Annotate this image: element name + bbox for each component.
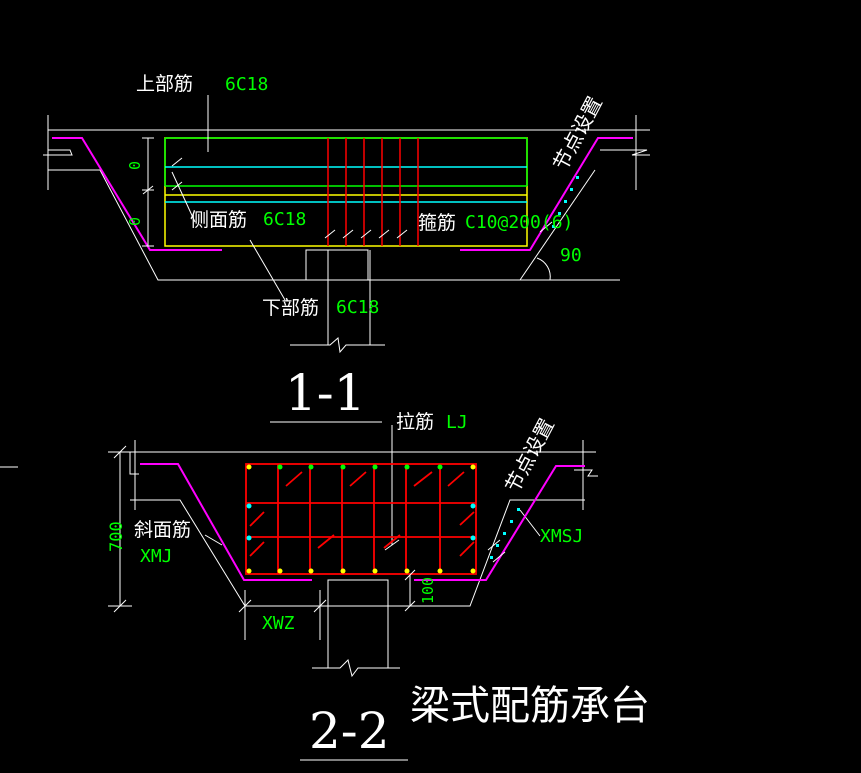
- section2-rebar-dots: [246, 464, 476, 574]
- angle-label: 90: [560, 245, 582, 266]
- section2-rebar-cage: [245, 463, 477, 575]
- slope-label: 斜面筋: [134, 519, 191, 541]
- section1-dimension: [142, 95, 286, 301]
- xmsj-label: XMSJ: [540, 526, 583, 547]
- side-bar-spec: 6C18: [263, 209, 306, 230]
- side-bar-label: 侧面筋: [190, 209, 247, 231]
- bottom-bar-label: 下部筋: [262, 297, 319, 319]
- node-setting-label-1: 节点设置: [548, 92, 607, 174]
- dim-a-label: 0: [126, 161, 144, 170]
- stirrup-spec: C10@200(6): [465, 212, 573, 233]
- section1-stirrups: [327, 138, 419, 246]
- section1-ticks: [142, 157, 553, 239]
- section2-slope-dots: [490, 508, 520, 559]
- top-bar-spec: 6C18: [225, 74, 268, 95]
- drawing-caption: 梁式配筋承台: [410, 683, 650, 729]
- section2-title: 2-2: [309, 702, 390, 760]
- section2-outline: [108, 425, 598, 678]
- tie-spec: LJ: [446, 412, 468, 433]
- section1-outline: [43, 115, 650, 354]
- section-1-1: 上部筋 6C18 侧面筋 6C18 箍筋 C10@200(6) 下部筋 6C18…: [43, 73, 650, 423]
- stirrup-label: 箍筋: [418, 212, 456, 234]
- section2-ticks: [113, 445, 506, 613]
- node-setting-label-2: 节点设置: [500, 414, 559, 496]
- tie-label: 拉筋: [396, 411, 434, 433]
- section1-slope-rebar: [52, 137, 633, 251]
- dim-cover-label: 100: [419, 577, 437, 604]
- section-2-2: 拉筋 LJ 斜面筋 XMJ XMSJ XWZ 节点设置 700 100 2-2: [107, 411, 598, 761]
- dim-b-label: 0: [126, 217, 144, 226]
- top-bar-label: 上部筋: [136, 73, 193, 95]
- xwz-label: XWZ: [262, 613, 295, 634]
- section2-slope-rebar: [140, 463, 585, 581]
- bottom-bar-spec: 6C18: [336, 297, 379, 318]
- slope-spec: XMJ: [140, 546, 173, 567]
- section1-slope-dots: [552, 176, 579, 228]
- section1-title: 1-1: [285, 364, 366, 422]
- dim-height-label: 700: [107, 521, 127, 552]
